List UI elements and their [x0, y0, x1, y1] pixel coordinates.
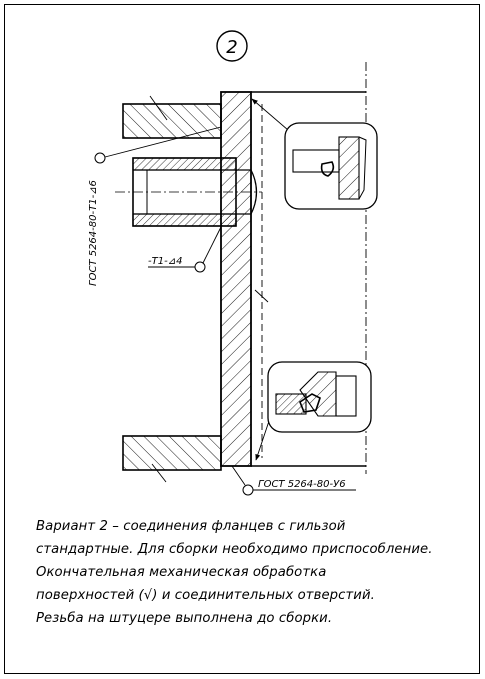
- bottom-flange: [122, 435, 222, 483]
- fitting: [115, 157, 262, 227]
- weld-t1-label: -Т1-⊿4: [148, 256, 182, 267]
- sheet-frame: [4, 4, 480, 674]
- detail-callout-bottom: [267, 361, 372, 433]
- sleeve-wall: [220, 91, 252, 467]
- caption-line: Вариант 2 – соединения фланцев с гильзой: [36, 519, 346, 534]
- caption-line: Резьба на штуцере выполнена до сборки.: [36, 611, 333, 626]
- caption-line: Окончательная механическая обработка: [36, 565, 327, 580]
- gost-weld-label-vertical: ГОСТ 5264-80-Т1-⊿6: [88, 180, 99, 286]
- caption-line: поверхностей (√) и соединительных отверс…: [36, 588, 375, 603]
- caption-line: стандартные. Для сборки необходимо присп…: [36, 542, 433, 557]
- top-flange: [122, 95, 222, 139]
- gost-weld-label-bottom: ГОСТ 5264-80-У6: [258, 479, 346, 490]
- description-text: Вариант 2 – соединения фланцев с гильзой…: [36, 515, 456, 630]
- variant-number: 2: [226, 37, 237, 58]
- detail-callout-top: [284, 122, 378, 210]
- variant-number-badge: 2: [216, 30, 248, 62]
